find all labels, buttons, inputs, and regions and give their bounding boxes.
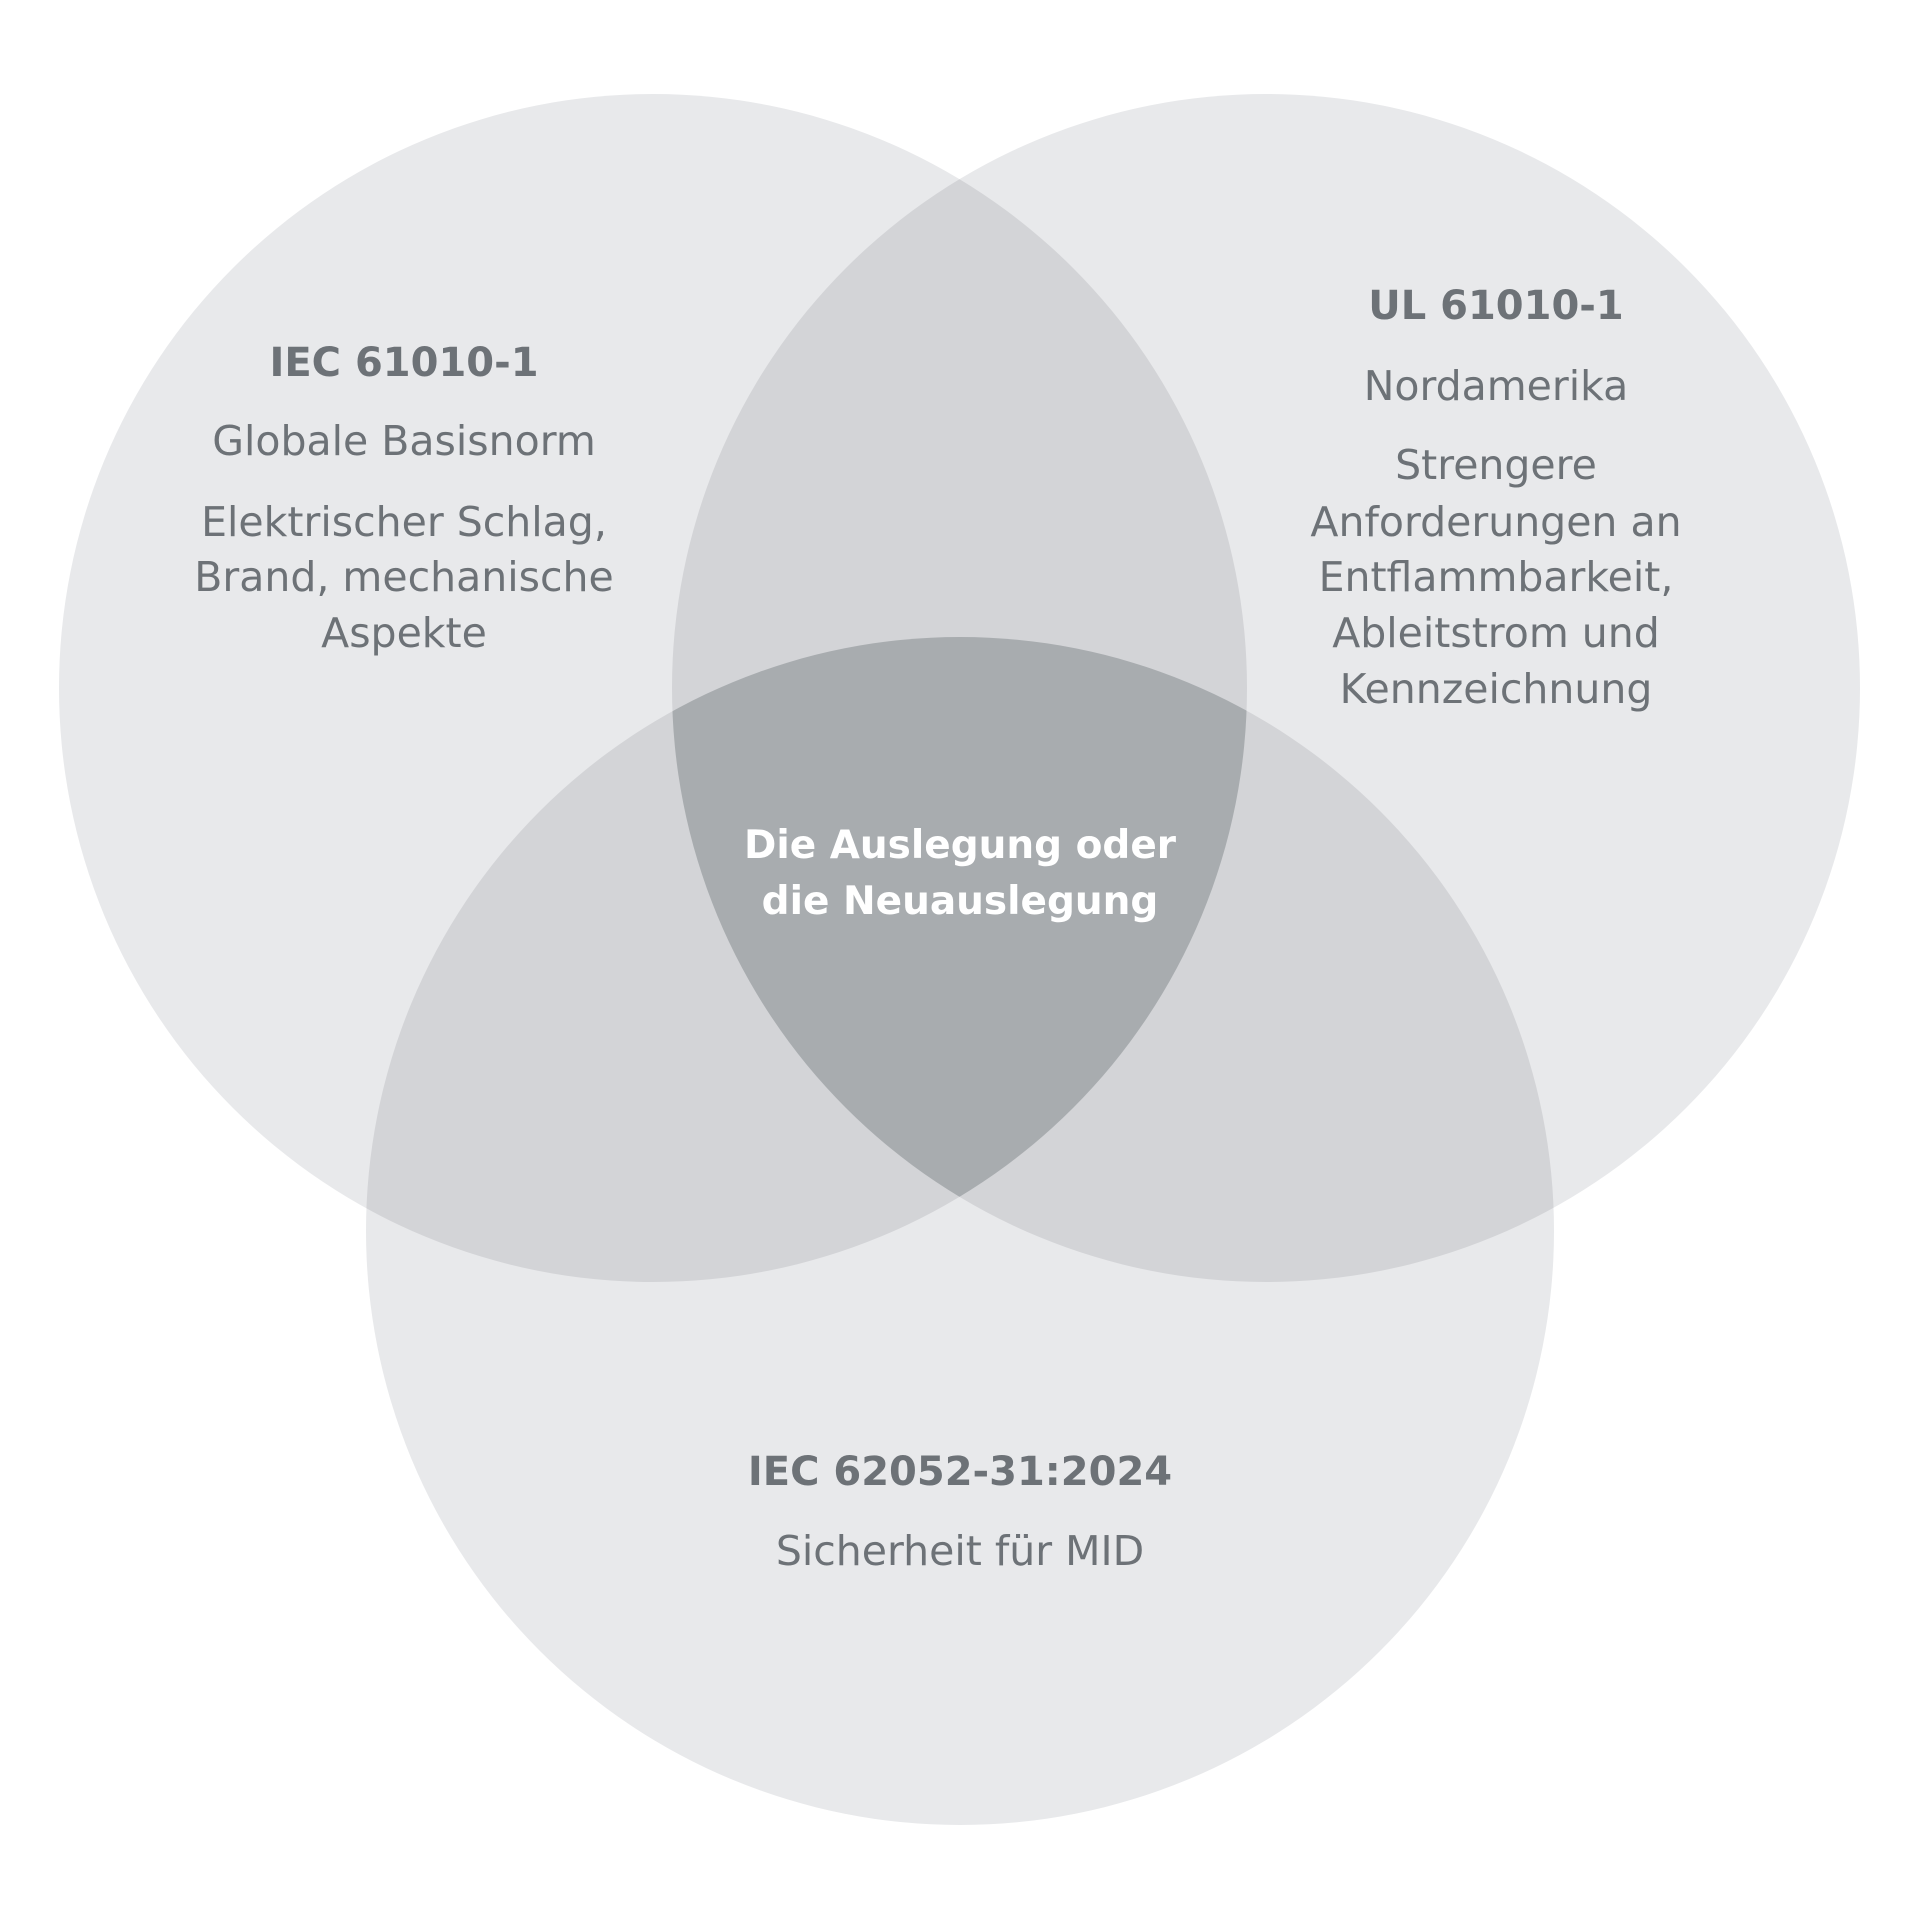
right-line: Ableitstrom und: [1332, 609, 1660, 657]
left-line: Brand, mechanische: [194, 553, 614, 601]
right-subtitle: Nordamerika: [1364, 362, 1629, 410]
left-subtitle: Globale Basisnorm: [212, 417, 596, 465]
right-line: Kennzeichnung: [1340, 665, 1653, 713]
right-title: UL 61010-1: [1368, 283, 1624, 329]
bottom-title: IEC 62052-31:2024: [748, 1449, 1172, 1495]
left-title: IEC 61010-1: [269, 340, 538, 386]
right-line: Entflammbarkeit,: [1319, 553, 1674, 601]
left-line: Aspekte: [321, 609, 487, 657]
bottom-subtitle: Sicherheit für MID: [776, 1527, 1144, 1575]
center-line: Die Auslegung oder: [744, 823, 1177, 868]
center-line: die Neuauslegung: [762, 879, 1159, 924]
right-line: Anforderungen an: [1310, 498, 1681, 546]
left-line: Elektrischer Schlag,: [201, 498, 607, 546]
right-line: Strengere: [1395, 441, 1597, 489]
